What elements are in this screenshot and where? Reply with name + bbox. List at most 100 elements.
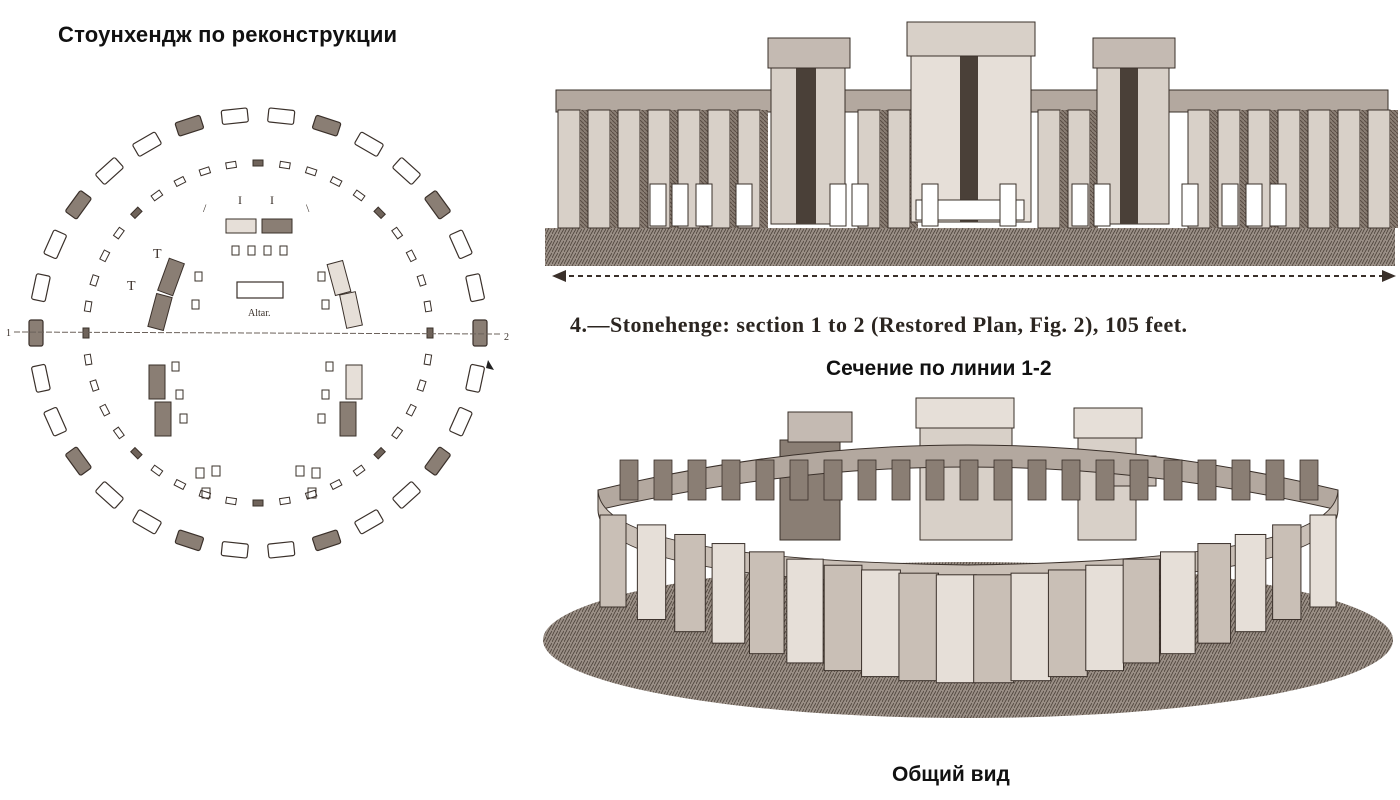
bluestone — [329, 478, 343, 491]
bluestone — [252, 159, 264, 167]
sarsen-stone — [43, 406, 67, 437]
sarsen-stone — [472, 319, 488, 347]
view-front-post — [973, 574, 1015, 684]
bluestone — [225, 496, 238, 506]
sarsen-stone — [267, 107, 296, 125]
bluestone — [112, 426, 125, 440]
view-front-post — [636, 524, 667, 621]
sarsen-stone — [95, 481, 124, 509]
section-gap — [1270, 110, 1278, 228]
section-bluestone — [695, 183, 713, 227]
sarsen-stone — [31, 273, 51, 303]
view-back-post — [653, 459, 673, 501]
view-back-posts — [619, 459, 1319, 501]
view-front-post — [1309, 514, 1337, 608]
view-front-post — [1272, 524, 1302, 621]
view-front-post — [711, 543, 746, 644]
bluestone — [391, 426, 404, 440]
section-bluestone — [1221, 183, 1239, 227]
axis-label-2: 2 — [504, 332, 509, 343]
bluestone — [373, 206, 386, 220]
section-bluestone — [1269, 183, 1287, 227]
section-gap — [1330, 110, 1338, 228]
svg-text:I: I — [270, 193, 274, 207]
bluestone — [130, 446, 143, 460]
section-upright — [1337, 109, 1361, 229]
view-front-posts — [599, 514, 1337, 684]
plan-diagram: T T / I I \ Altar. 1 2 — [6, 107, 509, 559]
sarsen-stone — [132, 509, 162, 535]
bluestone — [173, 478, 187, 491]
section-upright — [587, 109, 611, 229]
view-front-post — [935, 574, 977, 684]
section-gap — [700, 110, 708, 228]
view-back-post — [1095, 459, 1115, 501]
sarsen-stone — [465, 273, 485, 303]
section-gap — [1060, 110, 1068, 228]
bluestone — [89, 274, 100, 287]
svg-text:\: \ — [306, 201, 310, 215]
svg-text:T: T — [127, 279, 136, 294]
great-trilithon-right — [1092, 37, 1176, 225]
bluestone — [89, 379, 100, 392]
bluestone — [423, 300, 433, 313]
bluestone — [352, 464, 366, 477]
view-front-post — [861, 569, 901, 678]
view-back-post — [1163, 459, 1183, 501]
bluestone — [304, 166, 318, 177]
sarsen-stone — [174, 114, 205, 137]
bluestone — [426, 327, 434, 339]
bluestone — [352, 189, 366, 202]
section-gap — [1390, 110, 1398, 228]
section-upright — [1307, 109, 1331, 229]
bluestone — [373, 446, 386, 460]
bluestone — [198, 166, 212, 177]
view-back-post — [1027, 459, 1047, 501]
bluestone-circle — [82, 159, 434, 507]
view-back-post — [959, 459, 979, 501]
north-marker — [486, 360, 494, 370]
section-gap — [730, 110, 738, 228]
view-back-post — [891, 459, 911, 501]
view-back-post — [1129, 459, 1149, 501]
view-front-post — [599, 514, 627, 608]
view-back-post — [619, 459, 639, 501]
svg-text:I: I — [238, 193, 242, 207]
section-caption-ru: Сечение по линии 1-2 — [826, 357, 1052, 380]
sarsen-stone — [43, 229, 67, 260]
bluestone — [112, 226, 125, 240]
view-front-post — [1197, 543, 1232, 644]
sarsen-stone — [449, 406, 473, 437]
bluestone — [225, 160, 238, 170]
svg-text:/: / — [203, 201, 207, 215]
bluestone — [278, 160, 291, 170]
section-gap — [640, 110, 648, 228]
section-bluestones — [649, 183, 1287, 227]
view-back-post — [789, 459, 809, 501]
sarsen-stone — [392, 157, 421, 185]
bluestone — [405, 403, 417, 417]
section-gap — [760, 110, 768, 228]
bluestone — [83, 353, 93, 366]
bluestone — [423, 353, 433, 366]
sarsen-stone — [220, 541, 249, 559]
view-back-post — [823, 459, 843, 501]
section-bluestone — [649, 183, 667, 227]
bluestone — [252, 499, 264, 507]
sarsen-stone — [65, 446, 92, 476]
section-upright — [887, 109, 911, 229]
sarsen-stone — [174, 529, 205, 552]
section-caption-en: 4.—Stonehenge: section 1 to 2 (Restored … — [570, 312, 1188, 337]
bluestone — [130, 206, 143, 220]
sarsen-stone — [311, 529, 342, 552]
bluestone — [150, 189, 164, 202]
bluestone — [99, 249, 111, 263]
view-front-post — [674, 533, 706, 633]
view-back-post — [857, 459, 877, 501]
sarsen-stone — [465, 363, 485, 393]
bluestone — [82, 327, 90, 339]
sarsen-stone — [132, 131, 162, 157]
section-gap — [1360, 110, 1368, 228]
section-ground — [545, 228, 1395, 266]
section-line — [13, 331, 501, 335]
